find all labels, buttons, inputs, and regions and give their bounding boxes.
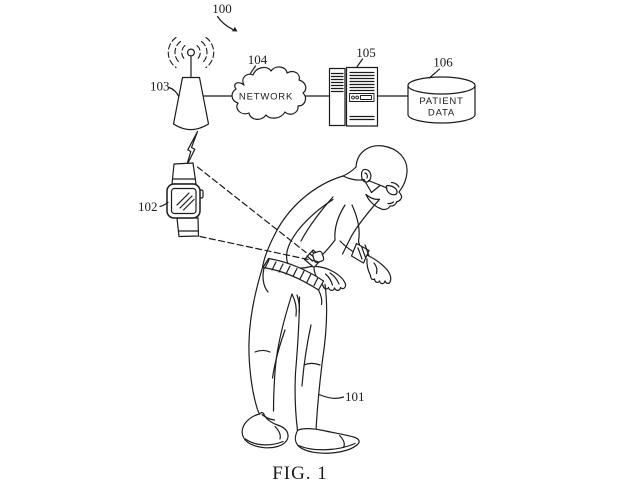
callout-dashed-line-upper bbox=[196, 166, 307, 254]
server-drive-bay bbox=[349, 93, 375, 102]
patient-belt bbox=[262, 257, 325, 291]
leader-106 bbox=[428, 68, 441, 79]
shirt-hem bbox=[262, 267, 269, 293]
ref-label-103: 103 bbox=[150, 79, 170, 94]
patient-front-shoe bbox=[294, 428, 360, 454]
smartwatch-icon bbox=[166, 162, 204, 238]
shirt-hem-right bbox=[317, 289, 323, 306]
ref-arrow-100 bbox=[216, 15, 238, 32]
server-vent-slats bbox=[330, 71, 375, 121]
server-icon bbox=[328, 66, 379, 127]
patient-trousers bbox=[248, 266, 328, 432]
database-label-line1: PATIENT bbox=[419, 96, 463, 107]
wireless-signal-bolt-icon bbox=[185, 130, 199, 167]
watch-screen bbox=[170, 187, 197, 215]
ref-label-106: 106 bbox=[433, 55, 453, 70]
patient-figure bbox=[241, 145, 408, 454]
patient-head bbox=[355, 145, 408, 211]
glasses-lens bbox=[385, 184, 398, 196]
leader-101 bbox=[318, 393, 345, 399]
beacon-antenna-icon bbox=[167, 36, 215, 131]
figure-caption: FIG. 1 bbox=[272, 463, 328, 484]
worn-smartwatch-icon bbox=[303, 249, 325, 269]
ref-label-105: 105 bbox=[356, 45, 376, 60]
ref-label-102: 102 bbox=[138, 199, 158, 214]
leader-102 bbox=[159, 201, 169, 208]
glasses-temple bbox=[367, 179, 388, 189]
leader-104 bbox=[249, 65, 257, 75]
patient-database-icon: PATIENT DATA bbox=[407, 76, 476, 124]
patient-ear bbox=[360, 168, 372, 183]
watch-bottom-strap bbox=[176, 217, 200, 238]
callout-dashed-lines bbox=[196, 166, 319, 263]
network-cloud-icon: NETWORK bbox=[231, 66, 307, 120]
patient-back-shoe bbox=[241, 411, 289, 449]
leader-105 bbox=[356, 58, 364, 68]
callout-dashed-line-lower bbox=[199, 235, 319, 263]
watch-top-strap bbox=[171, 162, 197, 185]
ref-label-104: 104 bbox=[248, 52, 268, 67]
network-cloud-label: NETWORK bbox=[239, 92, 293, 103]
patient-torso bbox=[261, 175, 381, 269]
patient-collar bbox=[342, 166, 381, 200]
ref-label-100: 100 bbox=[212, 1, 232, 16]
database-label-line2: DATA bbox=[428, 108, 455, 119]
leader-103 bbox=[168, 86, 180, 97]
patient-far-arm bbox=[339, 204, 392, 285]
watch-screen-shine bbox=[176, 192, 195, 211]
ref-label-101: 101 bbox=[345, 389, 365, 404]
